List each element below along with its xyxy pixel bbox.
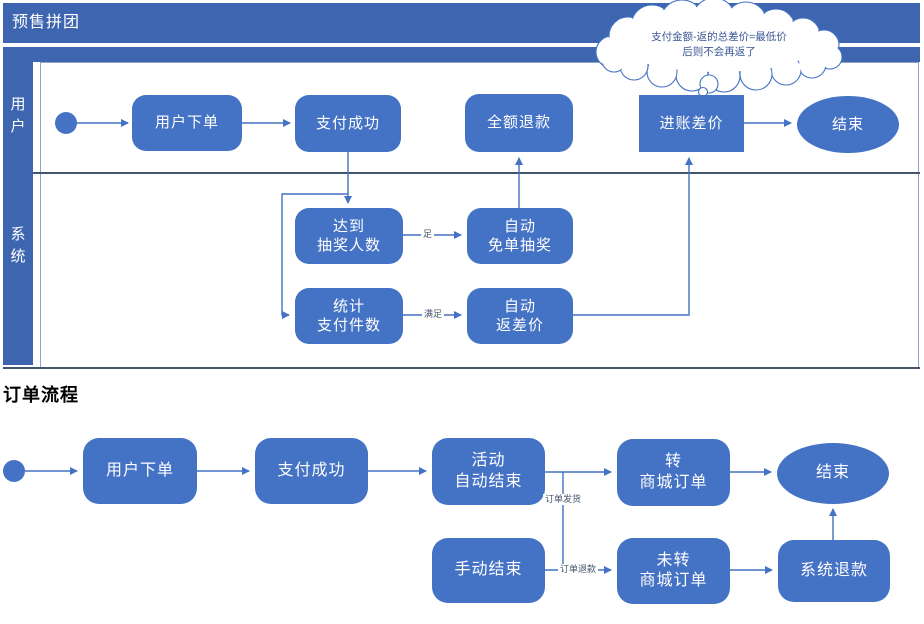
start-node-2 (3, 460, 25, 482)
cloud-annotation: 支付金额-返的总差价=最低价 后则不会再返了 (651, 31, 787, 59)
node-credit-diff: 进账差价 (639, 95, 744, 152)
node-activity-auto-end: 活动 自动结束 (432, 438, 545, 505)
lane-label-user: 用 户 (10, 96, 26, 135)
node-end-1: 结束 (797, 96, 899, 153)
node-auto-free-draw: 自动 免单抽奖 (467, 208, 573, 264)
node-order-1: 用户下单 (132, 95, 242, 151)
node-reach-draw-count: 达到 抽奖人数 (295, 208, 403, 264)
start-node-1 (55, 112, 77, 134)
node-not-to-mall-order: 未转 商城订单 (617, 538, 730, 604)
lane-labels-column (3, 62, 33, 365)
node-system-refund: 系统退款 (778, 540, 890, 602)
node-manual-end: 手动结束 (432, 538, 545, 603)
edge-label-enough: 足 (421, 229, 435, 240)
edge-label-satisfied: 满足 (422, 309, 445, 320)
node-count-paid-items: 统计 支付件数 (295, 288, 403, 344)
node-pay-2: 支付成功 (255, 438, 368, 504)
node-to-mall-order: 转 商城订单 (617, 439, 730, 506)
node-end-2: 结束 (777, 443, 889, 504)
node-order-2: 用户下单 (83, 438, 197, 504)
section2-title: 订单流程 (3, 385, 79, 405)
swimlane-title: 预售拼团 (12, 14, 81, 31)
edge-label-order-ship: 订单发货 (543, 494, 584, 505)
lane-divider (33, 172, 920, 174)
edge-label-order-refund: 订单退款 (558, 564, 599, 575)
swimlane-bottom-border (3, 367, 920, 369)
node-auto-return-diff: 自动 返差价 (467, 288, 573, 344)
node-full-refund: 全额退款 (465, 94, 573, 152)
lane-label-system: 系 统 (10, 226, 26, 265)
node-pay-1: 支付成功 (295, 95, 401, 152)
